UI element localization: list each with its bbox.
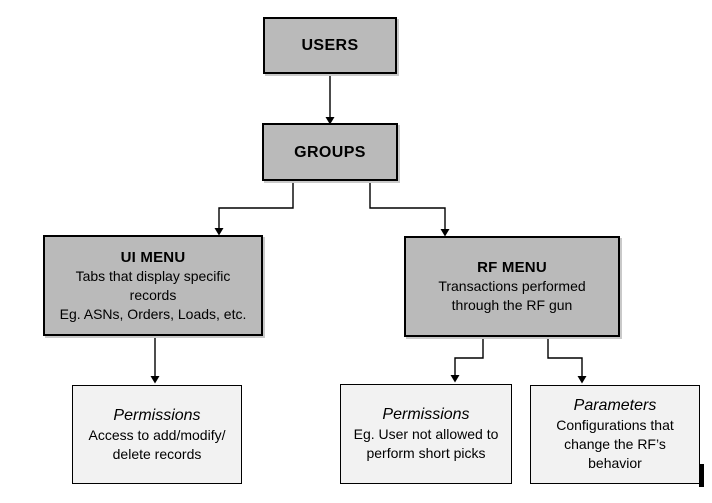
arrowhead-groups-to-rf-menu [440, 229, 450, 237]
connector-groups-to-rf-menu [369, 181, 446, 229]
arrowhead-rf-menu-to-permissions [450, 375, 460, 383]
node-users-title: USERS [301, 37, 359, 54]
node-ui-menu: UI MENU Tabs that display specific recor… [43, 235, 263, 336]
node-ui-permissions-description-line: Access to add/modify/ [88, 426, 226, 443]
node-rf-parameters-description-line: behavior [588, 455, 642, 471]
node-rf-parameters-description-line: change the RF’s [564, 436, 666, 452]
arrowhead-ui-menu-to-permissions [150, 376, 160, 384]
node-users: USERS [263, 17, 397, 74]
node-rf-parameters: Parameters Configurations that change th… [530, 385, 700, 484]
node-rf-menu: RF MENU Transactions performed through t… [404, 236, 620, 337]
node-ui-menu-description-line: Tabs that display specific [75, 267, 231, 284]
node-rf-permissions-description-line: Eg. User not allowed to [353, 426, 499, 442]
node-ui-menu-title: UI MENU [120, 248, 186, 266]
node-rf-parameters-title: Parameters [573, 397, 657, 414]
connector-groups-to-ui-menu [218, 181, 294, 228]
node-rf-menu-title: RF MENU [477, 259, 547, 276]
node-rf-permissions-description-line: perform short picks [366, 445, 486, 461]
connector-rf-menu-to-permissions [454, 337, 484, 375]
node-ui-permissions: Permissions Access to add/modify/ delete… [72, 385, 242, 484]
node-rf-permissions: Permissions Eg. User not allowed to perf… [340, 384, 512, 484]
node-rf-parameters-description-line: Configurations that [556, 417, 674, 433]
node-groups-title: GROUPS [294, 143, 366, 161]
node-groups: GROUPS [262, 123, 398, 181]
node-ui-permissions-description-line: delete records [112, 445, 202, 462]
node-rf-permissions-title: Permissions [382, 406, 470, 423]
node-ui-menu-description-line: records [129, 286, 177, 303]
stray-ink-mark [699, 464, 704, 487]
arrowhead-users-to-groups [325, 117, 335, 125]
node-rf-menu-description-line: through the RF gun [451, 297, 573, 313]
node-ui-menu-description-line: Eg. ASNs, Orders, Loads, etc. [59, 305, 247, 322]
connector-rf-menu-to-parameters [547, 337, 583, 376]
node-ui-permissions-title: Permissions [113, 406, 201, 424]
arrowhead-groups-to-ui-menu [214, 228, 224, 236]
node-rf-menu-description-line: Transactions performed [438, 278, 586, 294]
arrowhead-rf-menu-to-parameters [577, 376, 587, 384]
